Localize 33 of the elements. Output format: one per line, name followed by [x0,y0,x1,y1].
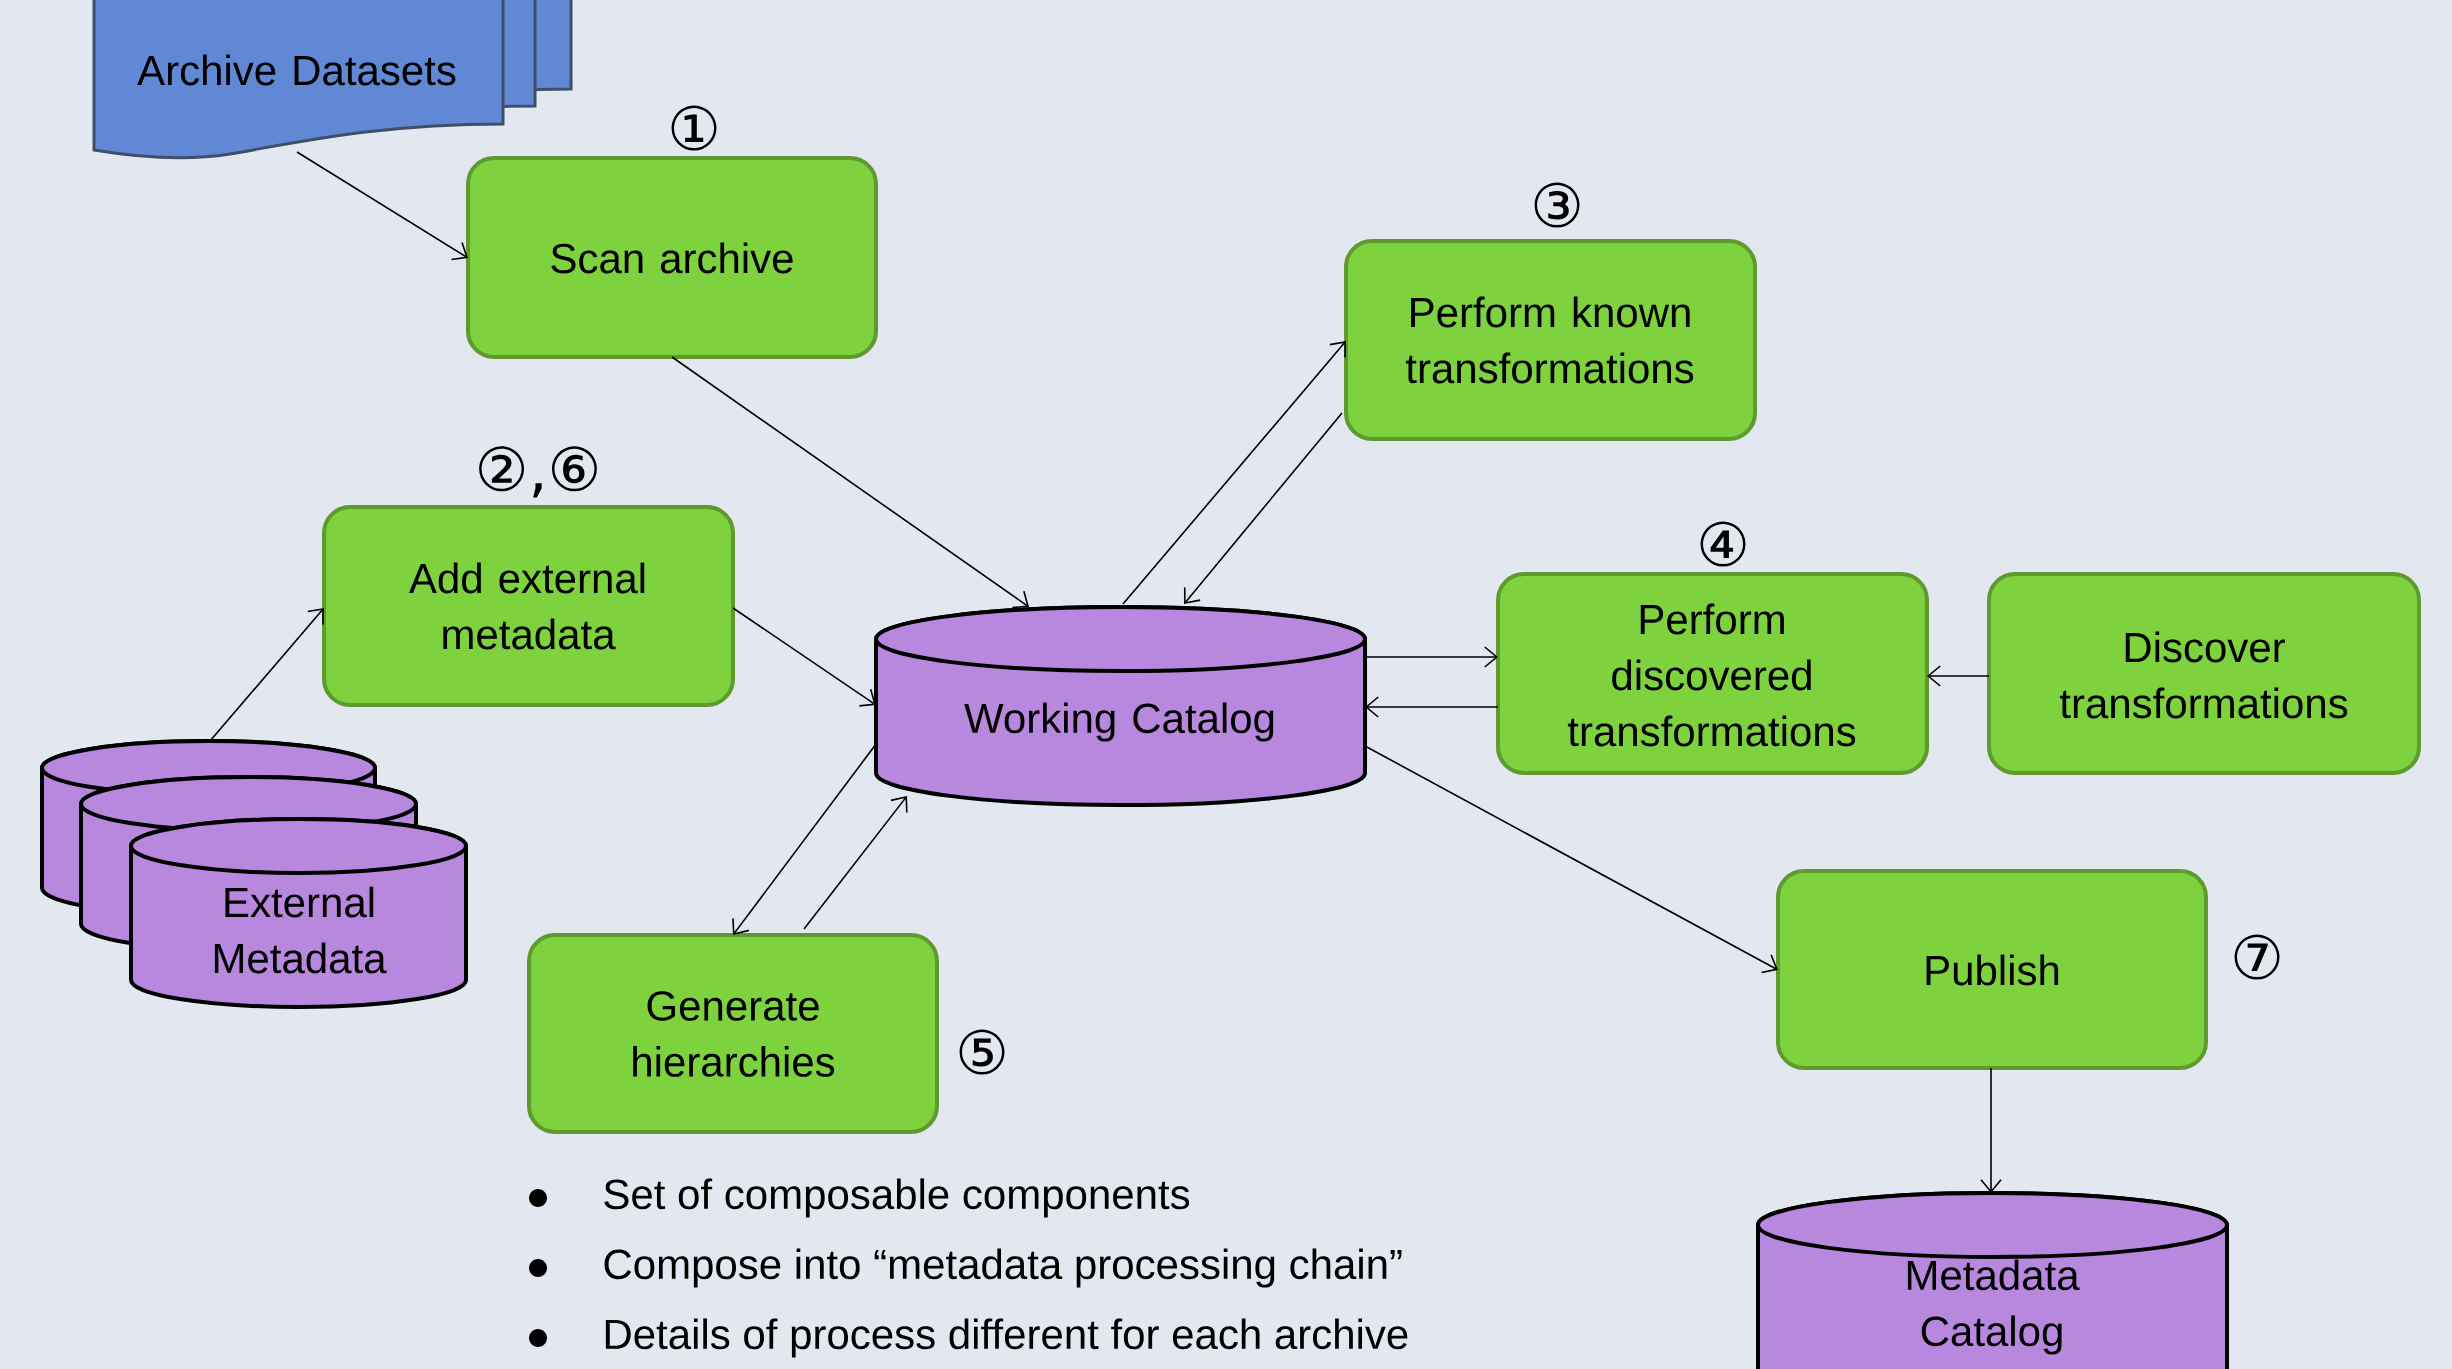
step-number: ① [671,105,717,151]
step-number: ④ [1700,521,1746,567]
process-box: Perform known transformations [1344,239,1757,441]
arrow [296,151,468,261]
arrow [732,607,876,707]
arrow [803,796,908,930]
process-box: Perform discovered transformations [1496,572,1929,775]
bullet-text: Set of composable components [604,1178,1190,1218]
step-number: ⑤ [959,1029,1005,1075]
arrow [209,608,324,742]
process-box: Generate hierarchies [527,933,939,1134]
document-stack: Archive Datasets [92,0,573,160]
database-stack: External Metadata [40,739,468,1009]
arrow [1122,341,1346,605]
process-box: Publish [1776,869,2208,1070]
bullet-text: Details of process different for each archive [605,1318,1408,1358]
arrow [1183,412,1343,604]
arrow [1980,1067,2002,1193]
process-box: Add external metadata [322,505,735,707]
database-cylinder: Working Catalog [874,605,1367,807]
arrow [1364,646,1499,668]
step-number: ⑦ [2234,934,2280,980]
process-box: Discover transformations [1987,572,2421,775]
step-number: ②,⑥ [479,446,597,498]
arrow [671,356,1029,609]
arrow [732,743,877,935]
database-cylinder: Metadata Catalog [1756,1191,2229,1369]
arrow [1365,696,1499,718]
arrow [1927,665,1990,687]
bullet-text: Compose into “metadata processing chain” [604,1248,1402,1288]
process-box: Scan archive [466,156,878,359]
arrow [1364,745,1778,974]
step-number: ③ [1534,182,1580,228]
